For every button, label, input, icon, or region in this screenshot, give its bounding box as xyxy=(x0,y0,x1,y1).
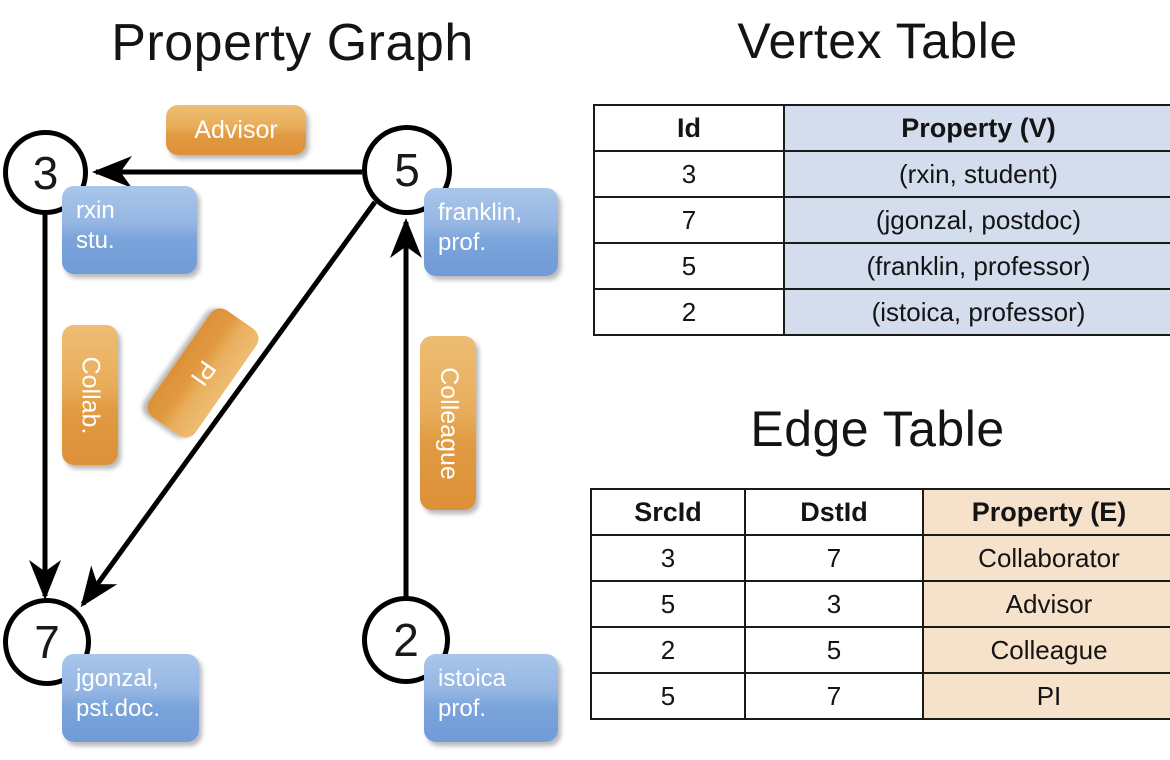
table-row[interactable]: 2 5 Colleague xyxy=(590,626,1170,674)
edge-label-collab-text: Collab. xyxy=(76,356,105,434)
vertex-property-box-franklin[interactable]: franklin, prof. xyxy=(424,188,558,276)
vertex-property-franklin-line1: franklin, xyxy=(438,199,523,226)
table-row[interactable]: 5 3 Advisor xyxy=(590,580,1170,628)
table-row[interactable]: 5 (franklin, professor) xyxy=(593,242,1170,290)
vertex-property-istoica-line2: prof. xyxy=(438,695,487,722)
edge-row-0-property: Collaborator xyxy=(922,534,1170,582)
vertex-row-2-property: (franklin, professor) xyxy=(783,242,1170,290)
page-title-edge-table: Edge Table xyxy=(750,401,1005,457)
vertex-property-rxin-line1: rxin xyxy=(76,197,115,224)
edge-table: SrcId DstId Property (E) 3 7 Collaborato… xyxy=(590,488,1170,720)
edge-row-0-src: 3 xyxy=(590,534,746,582)
edge-table-header-srcid: SrcId xyxy=(590,488,746,536)
graph-node-5-label: 5 xyxy=(394,144,420,196)
edge-label-colleague-text: Colleague xyxy=(434,366,463,480)
edge-label-advisor-text: Advisor xyxy=(194,115,278,144)
table-row[interactable]: 2 (istoica, professor) xyxy=(593,288,1170,336)
graph-node-5[interactable]: 5 xyxy=(362,125,452,215)
edge-row-3-src: 5 xyxy=(590,672,746,720)
vertex-row-1-id: 7 xyxy=(593,196,785,244)
vertex-property-jgonzal-line2: pst.doc. xyxy=(76,695,161,722)
vertex-table-header-row: Id Property (V) xyxy=(593,104,1170,152)
vertex-property-box-istoica[interactable]: istoica prof. xyxy=(424,654,558,742)
edge-row-3-dst: 7 xyxy=(744,672,924,720)
edge-table-header-dstid: DstId xyxy=(744,488,924,536)
edge-row-2-dst: 5 xyxy=(744,626,924,674)
vertex-row-1-property: (jgonzal, postdoc) xyxy=(783,196,1170,244)
vertex-property-istoica-line1: istoica xyxy=(438,665,507,692)
table-row[interactable]: 3 (rxin, student) xyxy=(593,150,1170,198)
edge-label-advisor[interactable]: Advisor xyxy=(166,105,306,155)
vertex-table-header-id: Id xyxy=(593,104,785,152)
edge-row-1-property: Advisor xyxy=(922,580,1170,628)
edge-row-1-dst: 3 xyxy=(744,580,924,628)
table-row[interactable]: 5 7 PI xyxy=(590,672,1170,720)
edge-label-collab[interactable]: Collab. xyxy=(62,325,118,465)
edge-row-0-dst: 7 xyxy=(744,534,924,582)
vertex-row-0-id: 3 xyxy=(593,150,785,198)
vertex-table: Id Property (V) 3 (rxin, student) 7 (jgo… xyxy=(593,104,1170,336)
vertex-property-rxin-line2: stu. xyxy=(76,227,115,254)
vertex-property-box-rxin[interactable]: rxin stu. xyxy=(62,186,197,274)
property-graph-diagram: 3 5 7 2 rxin stu. franklin, prof. jgonza… xyxy=(3,105,558,742)
edge-label-pi-text: PI xyxy=(185,355,222,391)
edge-label-pi[interactable]: PI xyxy=(142,303,264,443)
vertex-property-franklin-line2: prof. xyxy=(438,229,487,256)
table-row[interactable]: 7 (jgonzal, postdoc) xyxy=(593,196,1170,244)
edge-table-header-row: SrcId DstId Property (E) xyxy=(590,488,1170,536)
vertex-table-header-property: Property (V) xyxy=(783,104,1170,152)
page-title-property-graph: Property Graph xyxy=(111,14,474,72)
vertex-property-box-jgonzal[interactable]: jgonzal, pst.doc. xyxy=(62,654,199,742)
edge-label-colleague[interactable]: Colleague xyxy=(420,336,476,510)
edge-row-1-src: 5 xyxy=(590,580,746,628)
vertex-row-0-property: (rxin, student) xyxy=(783,150,1170,198)
edge-table-header-property: Property (E) xyxy=(922,488,1170,536)
graph-node-7-label: 7 xyxy=(34,616,60,668)
edge-row-2-property: Colleague xyxy=(922,626,1170,674)
vertex-row-3-id: 2 xyxy=(593,288,785,336)
table-row[interactable]: 3 7 Collaborator xyxy=(590,534,1170,582)
page-title-vertex-table: Vertex Table xyxy=(737,13,1018,69)
vertex-row-3-property: (istoica, professor) xyxy=(783,288,1170,336)
graph-node-3-label: 3 xyxy=(32,146,59,199)
graph-node-2[interactable]: 2 xyxy=(362,596,450,684)
edge-row-2-src: 2 xyxy=(590,626,746,674)
edge-row-3-property: PI xyxy=(922,672,1170,720)
vertex-row-2-id: 5 xyxy=(593,242,785,290)
graph-node-2-label: 2 xyxy=(393,614,419,666)
vertex-property-jgonzal-line1: jgonzal, xyxy=(76,665,159,692)
